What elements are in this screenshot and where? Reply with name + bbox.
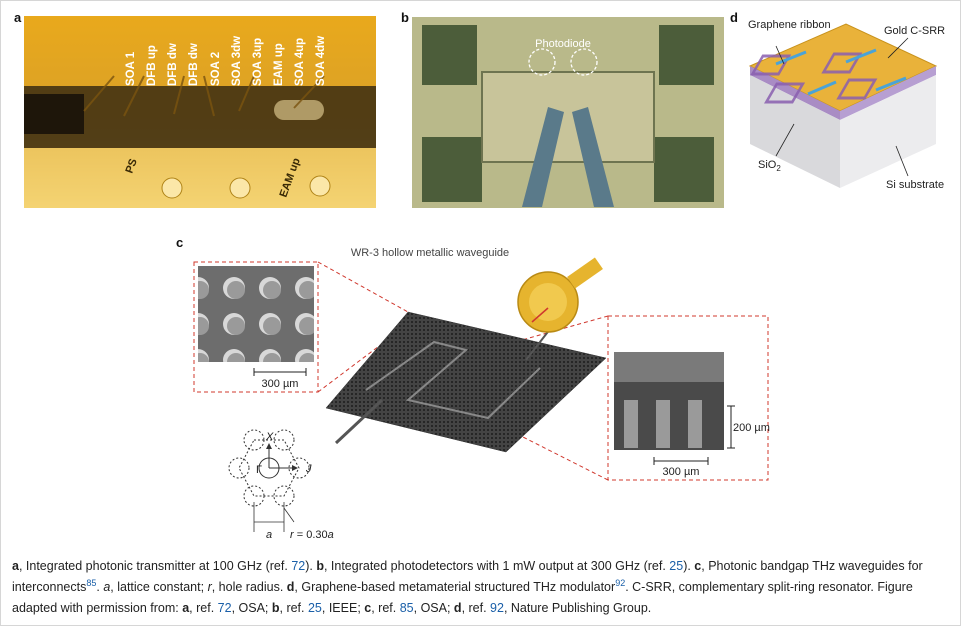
panel-d-image: Graphene ribbon Gold C-SRR SiO2 Si subst…: [736, 16, 958, 212]
gold-label: Gold C-SRR: [884, 25, 945, 37]
panel-c-image: WR-3 hollow metallic waveguide 300 µm 20…: [186, 240, 780, 540]
figure-caption: a, Integrated photonic transmitter at 10…: [12, 556, 947, 619]
caption-text: , Graphene-based metamaterial structured…: [294, 580, 616, 594]
caption-text: , Integrated photodetectors with 1 mW ou…: [323, 559, 670, 573]
panel-a-image: SOA 1 DFB up DFB dw DFB dw SOA 2 SOA 3dw…: [24, 16, 376, 208]
panel-b-image: Photodiode: [412, 17, 724, 208]
si-label: Si substrate: [886, 179, 944, 191]
caption-text: , OSA;: [231, 601, 272, 615]
caption-panel-ref: d: [286, 580, 295, 594]
caption-text: , Nature Publishing Group.: [503, 601, 652, 615]
lattice-gamma-label: Γ: [256, 464, 262, 476]
caption-text: ).: [305, 559, 317, 573]
caption-text: , ref.: [279, 601, 308, 615]
graphene-label: Graphene ribbon: [748, 19, 831, 31]
ref-link[interactable]: 72: [217, 601, 232, 615]
caption-text: , OSA;: [413, 601, 454, 615]
strip-label: SOA 4dw: [315, 36, 327, 86]
caption-panel-ref: c: [364, 601, 372, 615]
strip-label: SOA 1: [125, 51, 137, 86]
sio2-label: SiO2: [758, 159, 781, 173]
caption-variable: r: [207, 580, 212, 594]
panel-label-b: b: [401, 10, 409, 25]
ps-label: PS: [124, 157, 140, 175]
strip-label: SOA 2: [210, 52, 222, 86]
caption-text: , ref.: [371, 601, 400, 615]
caption-text: , ref.: [461, 601, 491, 615]
caption-panel-ref: b: [271, 601, 280, 615]
ref-link[interactable]: 85: [399, 601, 414, 615]
lattice-x-label: X: [265, 431, 274, 443]
lattice-j-label: J: [305, 463, 312, 475]
scale-right-v: 200 µm: [733, 422, 770, 434]
lattice-a-label: a: [266, 529, 272, 540]
photodiode-label: Photodiode: [535, 38, 591, 50]
strip-label: DFB dw: [188, 43, 200, 86]
caption-panel-ref: a: [12, 559, 19, 573]
caption-text: , Photonic bandgap THz waveguides for in…: [12, 559, 923, 594]
ref-link[interactable]: 85: [86, 577, 97, 588]
caption-panel-ref: a: [182, 601, 190, 615]
caption-text: ).: [683, 559, 695, 573]
strip-label: EAM up: [273, 43, 285, 86]
caption-text: , Integrated photonic transmitter at 100…: [18, 559, 292, 573]
panel-label-d: d: [730, 10, 738, 25]
scale-right-h: 300 µm: [663, 466, 700, 478]
caption-panel-ref: b: [316, 559, 324, 573]
panel-label-c: c: [176, 235, 184, 250]
caption-text: , hole radius.: [211, 580, 287, 594]
strip-label: DFB up: [146, 45, 158, 86]
waveguide-title: WR-3 hollow metallic waveguide: [351, 247, 509, 259]
caption-panel-ref: d: [453, 601, 462, 615]
caption-text: , IEEE;: [321, 601, 365, 615]
ref-link[interactable]: 25: [307, 601, 322, 615]
panel-label-a: a: [14, 10, 22, 25]
caption-text: , lattice constant;: [110, 580, 208, 594]
strip-label: SOA 3dw: [231, 36, 243, 86]
caption-panel-ref: c: [694, 559, 702, 573]
ref-link[interactable]: 25: [669, 559, 684, 573]
lattice-r-label: r = 0.30a: [290, 529, 334, 540]
strip-label: SOA 4up: [294, 38, 306, 86]
ref-link[interactable]: 72: [291, 559, 306, 573]
strip-label: SOA 3up: [252, 38, 264, 86]
strip-label: DFB dw: [167, 43, 179, 86]
scale-left: 300 µm: [262, 378, 299, 390]
ref-link[interactable]: 92: [615, 577, 626, 588]
caption-text: .: [96, 580, 104, 594]
caption-variable: a: [103, 580, 111, 594]
caption-text: , ref.: [189, 601, 218, 615]
caption-text: . C-SRR, complementary split-ring resona…: [12, 580, 913, 615]
ref-link[interactable]: 92: [490, 601, 504, 615]
